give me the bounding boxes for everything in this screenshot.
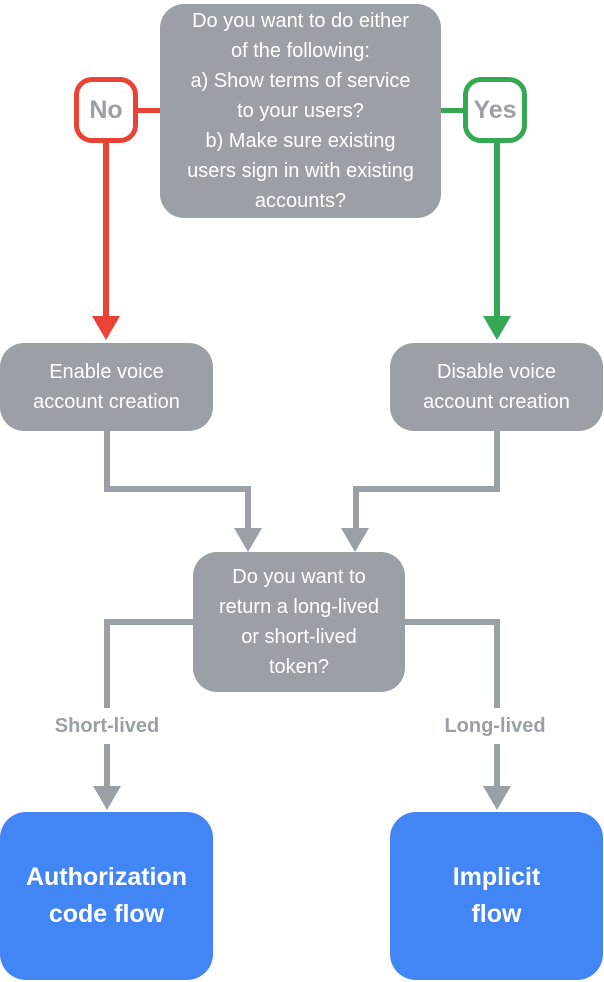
no-branch-line-vertical	[103, 140, 109, 318]
no-arrow-down-icon	[92, 316, 120, 340]
disable-merge-arrow-down-icon	[341, 528, 369, 552]
long-lived-label: Long-lived	[410, 708, 580, 744]
yes-branch-line-vertical	[494, 140, 500, 318]
enable-voice-node: Enable voice account creation	[0, 343, 213, 431]
yes-badge: Yes	[463, 77, 527, 143]
long-lived-line-horizontal	[405, 619, 500, 625]
short-lived-line-vertical	[104, 619, 110, 788]
disable-merge-line-vertical	[353, 486, 359, 530]
short-lived-arrow-down-icon	[93, 786, 121, 810]
authorization-code-flow-node: Authorization code flow	[0, 812, 213, 980]
enable-merge-line-vertical	[245, 486, 251, 530]
disable-voice-node: Disable voice account creation	[390, 343, 603, 431]
token-question-node: Do you want to return a long-lived or sh…	[193, 552, 405, 692]
short-lived-label: Short-lived	[22, 708, 192, 744]
enable-merge-arrow-down-icon	[234, 528, 262, 552]
enable-out-line-vertical	[104, 431, 110, 492]
implicit-flow-node: Implicit flow	[390, 812, 603, 980]
disable-out-line-vertical	[494, 431, 500, 492]
no-badge: No	[74, 77, 138, 143]
enable-merge-line-horizontal	[104, 486, 251, 492]
no-branch-line-horizontal	[138, 108, 160, 113]
yes-branch-line-horizontal	[441, 108, 463, 113]
main-question-node: Do you want to do either of the followin…	[160, 4, 441, 218]
yes-arrow-down-icon	[483, 316, 511, 340]
short-lived-line-horizontal	[104, 619, 193, 625]
disable-merge-line-horizontal	[353, 486, 500, 492]
long-lived-line-vertical	[494, 619, 500, 788]
long-lived-arrow-down-icon	[483, 786, 511, 810]
